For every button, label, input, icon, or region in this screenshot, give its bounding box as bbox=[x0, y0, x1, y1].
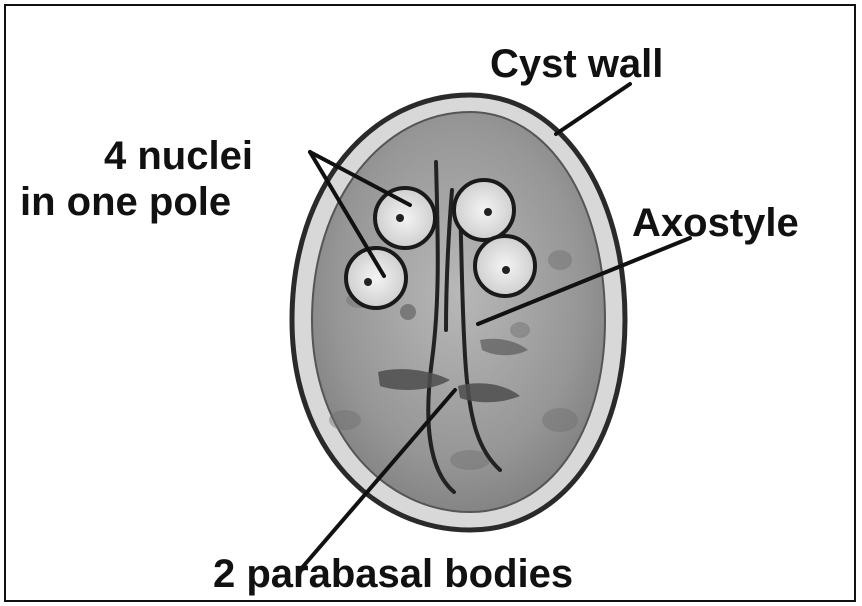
label-cyst-wall: Cyst wall bbox=[490, 44, 663, 84]
nucleus-2 bbox=[454, 180, 514, 240]
leader-cyst-wall bbox=[556, 84, 630, 134]
label-nuclei-line1: 4 nuclei bbox=[104, 136, 253, 176]
nucleus-4 bbox=[475, 236, 535, 296]
label-nuclei-line2: in one pole bbox=[20, 182, 231, 222]
nucleus-1 bbox=[375, 188, 435, 248]
nucleus-3 bbox=[346, 248, 406, 308]
label-parabasal-bodies: 2 parabasal bodies bbox=[213, 554, 573, 594]
label-axostyle: Axostyle bbox=[632, 203, 799, 243]
